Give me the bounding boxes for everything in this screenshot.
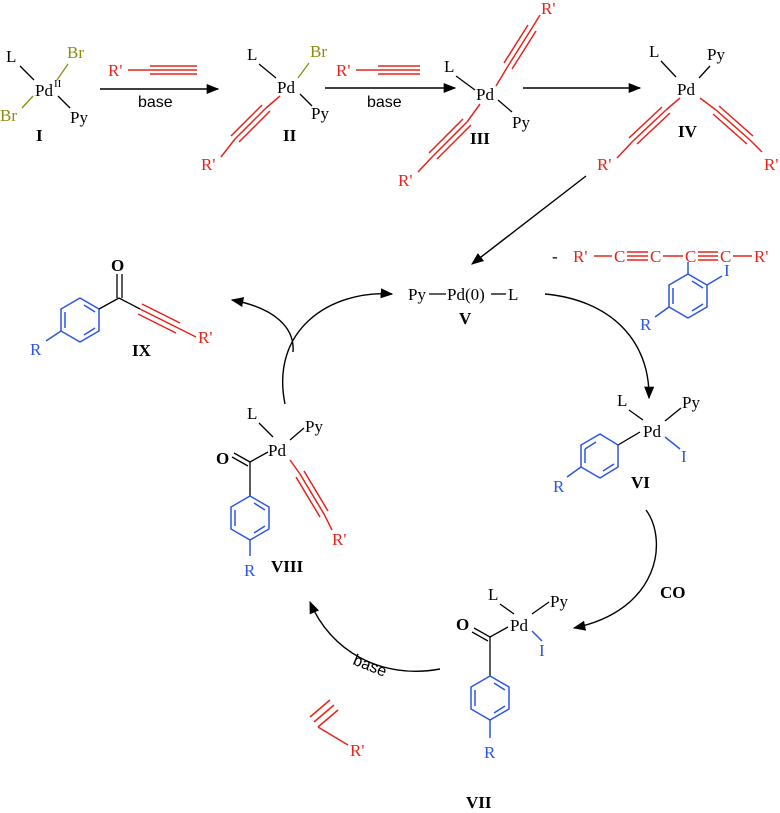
alkyne-reagent: R' [336,61,420,80]
benzene-ring [668,273,708,319]
pyridine-ligand: Py [707,45,725,64]
r-prime-label: R' [198,328,212,347]
compound-label-II: II [283,126,297,145]
r-prime-label: R' [398,171,412,190]
pyridine-ligand: Py [408,285,426,304]
r-substituent: R [30,340,42,359]
base-label: base [351,652,390,681]
reaction-arrow [544,293,655,400]
complex-VII: L Pd Py I O R VII [456,585,568,812]
bromide-ligand: Br [67,43,84,62]
aryl-iodide-reagent: I R [640,261,730,334]
complex-V: Py Pd(0) L V [408,285,518,328]
palladium-center: Pd [510,616,528,635]
r-substituent: R [640,315,652,334]
oxygen-atom: O [456,615,469,634]
carbon-atom: C [650,247,661,266]
ligand-L: L [444,57,454,76]
r-prime-label: R' [754,247,768,266]
complex-VIII: L Pd Py O R R' VIII [216,404,346,580]
complex-VI: L Pd Py I R VI [553,391,700,496]
palladium-center: Pd [643,422,661,441]
r-prime-label: R' [573,247,587,266]
ligand-L: L [247,45,257,64]
complex-I: L Pd II Br Br Py I [0,43,88,145]
carbon-atom: C [614,247,625,266]
alkyne-reagent: R' [108,61,197,80]
compound-label-VIII: VIII [271,557,304,576]
reaction-arrow [282,288,394,405]
r-prime-label: R' [332,530,346,549]
benzene-ring [230,495,270,541]
bromide-ligand: Br [0,106,17,125]
complex-II: L Pd Br Py R' II [201,42,329,174]
oxygen-atom: O [111,256,124,275]
iodine-atom: I [724,261,730,280]
r-substituent: R [244,561,256,580]
pyridine-ligand: Py [70,108,88,127]
bond [56,63,69,81]
palladium-center: Pd [277,78,295,97]
alkyne-reagent: R' [309,699,364,760]
compound-label-I: I [36,126,43,145]
r-prime-label: R' [541,0,555,18]
co-label: CO [660,583,686,602]
ligand-L: L [508,285,518,304]
benzene-ring [580,433,619,479]
reaction-arrow [309,600,441,672]
ligand-L: L [617,391,627,410]
r-substituent: R [484,743,496,762]
ligand-L: L [247,404,257,423]
palladium-zero-center: Pd(0) [447,285,485,304]
pyridine-ligand: Py [305,417,323,436]
r-prime-label: R' [597,155,611,174]
iodide-ligand: I [681,447,687,466]
carbon-atom: C [720,247,731,266]
reaction-arrow [572,509,658,631]
palladium-center: Pd [677,80,695,99]
r-prime-label: R' [336,61,350,80]
ligand-L: L [649,42,659,61]
product-IX: R O R' IX [30,256,212,360]
palladium-center: Pd [35,81,53,100]
compound-label-IX: IX [132,341,152,360]
complex-III: L Pd Py R' R' III [398,0,555,190]
pyridine-ligand: Py [682,393,700,412]
palladium-center: Pd [268,441,286,460]
diyne-byproduct: - R' C C C C R' [552,247,768,266]
iodide-ligand: I [539,641,545,660]
r-substituent: R [553,477,565,496]
bond [57,95,71,109]
pyridine-ligand: Py [550,592,568,611]
r-prime-label: R' [201,155,215,174]
bond [21,95,34,109]
benzene-ring [470,675,510,721]
compound-label-VI: VI [631,473,650,492]
compound-label-IV: IV [678,122,698,141]
r-prime-label: R' [108,61,122,80]
base-label: base [138,94,173,111]
compound-label-VII: VII [466,793,492,812]
compound-label-III: III [470,129,490,148]
base-label: base [367,94,402,111]
bond [19,65,35,81]
pyridine-ligand: Py [512,113,530,132]
oxygen-atom: O [216,449,229,468]
carbon-atom: C [685,247,696,266]
r-prime-label: R' [764,155,778,174]
benzene-ring [60,297,100,343]
ligand-L: L [6,47,16,66]
palladium-center: Pd [476,85,494,104]
bromide-ligand: Br [310,42,327,61]
reaction-arrow [471,175,587,265]
oxidation-state: II [54,78,62,90]
pyridine-ligand: Py [311,104,329,123]
complex-IV: L Pd Py R' R' IV [597,42,778,174]
ligand-L: L [488,585,498,604]
compound-label-V: V [459,309,472,328]
r-prime-label: R' [350,741,364,760]
minus-sign: - [552,247,558,266]
reaction-arrow [230,297,294,353]
